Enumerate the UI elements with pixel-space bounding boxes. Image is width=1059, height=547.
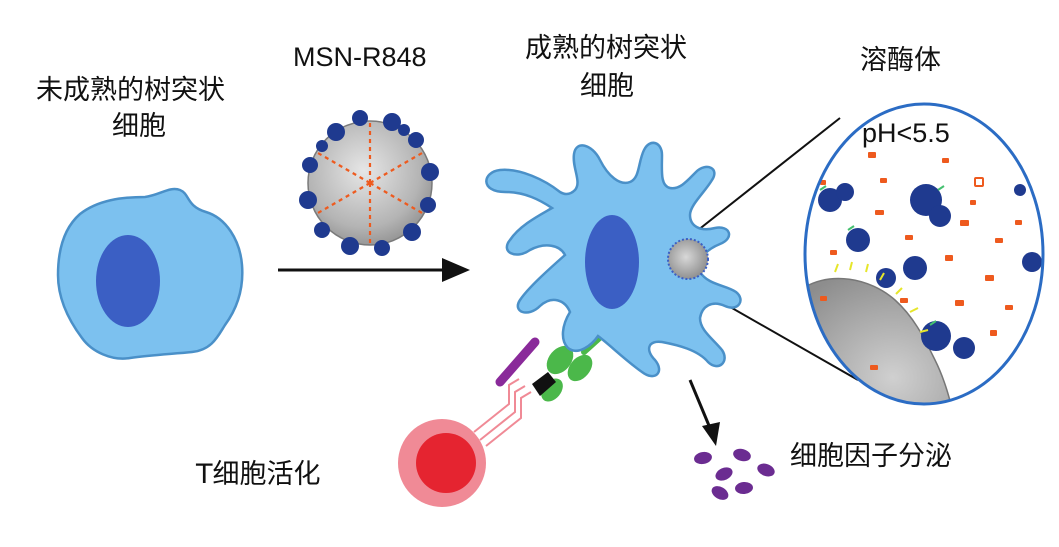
maturation-arrow-head (442, 258, 470, 282)
immature-dendritic-cell (56, 187, 244, 360)
msn-r848-nanoparticle (299, 110, 439, 256)
secretion-arrow-head (702, 422, 720, 446)
mhc-receptor-green (541, 331, 607, 402)
tcr-receptor (473, 378, 532, 447)
label-immature-dc-line1: 未成熟的树突状 (36, 75, 225, 106)
label-t-cell-activation: T细胞活化 (196, 459, 321, 490)
t-cell (398, 419, 486, 507)
mature-dendritic-cell (485, 141, 742, 378)
mature-cell-nucleus (585, 215, 639, 309)
mhc-receptor-purple (495, 337, 540, 387)
label-cytokine-secretion: 细胞因子分泌 (790, 441, 952, 472)
lysosome-zoom-view (803, 102, 1045, 406)
label-mature-dc-line1: 成熟的树突状 (525, 33, 687, 64)
label-msn-r848: MSN-R848 (293, 42, 427, 72)
secretion-arrow (688, 379, 712, 429)
lysosome-small (667, 238, 709, 280)
cytokines (694, 448, 775, 500)
zoom-line-top (687, 117, 841, 239)
label-lysosome: 溶酶体 (860, 45, 941, 76)
label-mature-dc-line2: 细胞 (580, 71, 634, 102)
antigen-black (532, 372, 556, 396)
immature-cell-nucleus (96, 235, 160, 327)
label-immature-dc-line2: 细胞 (112, 111, 166, 142)
label-ph: pH<5.5 (862, 118, 950, 148)
